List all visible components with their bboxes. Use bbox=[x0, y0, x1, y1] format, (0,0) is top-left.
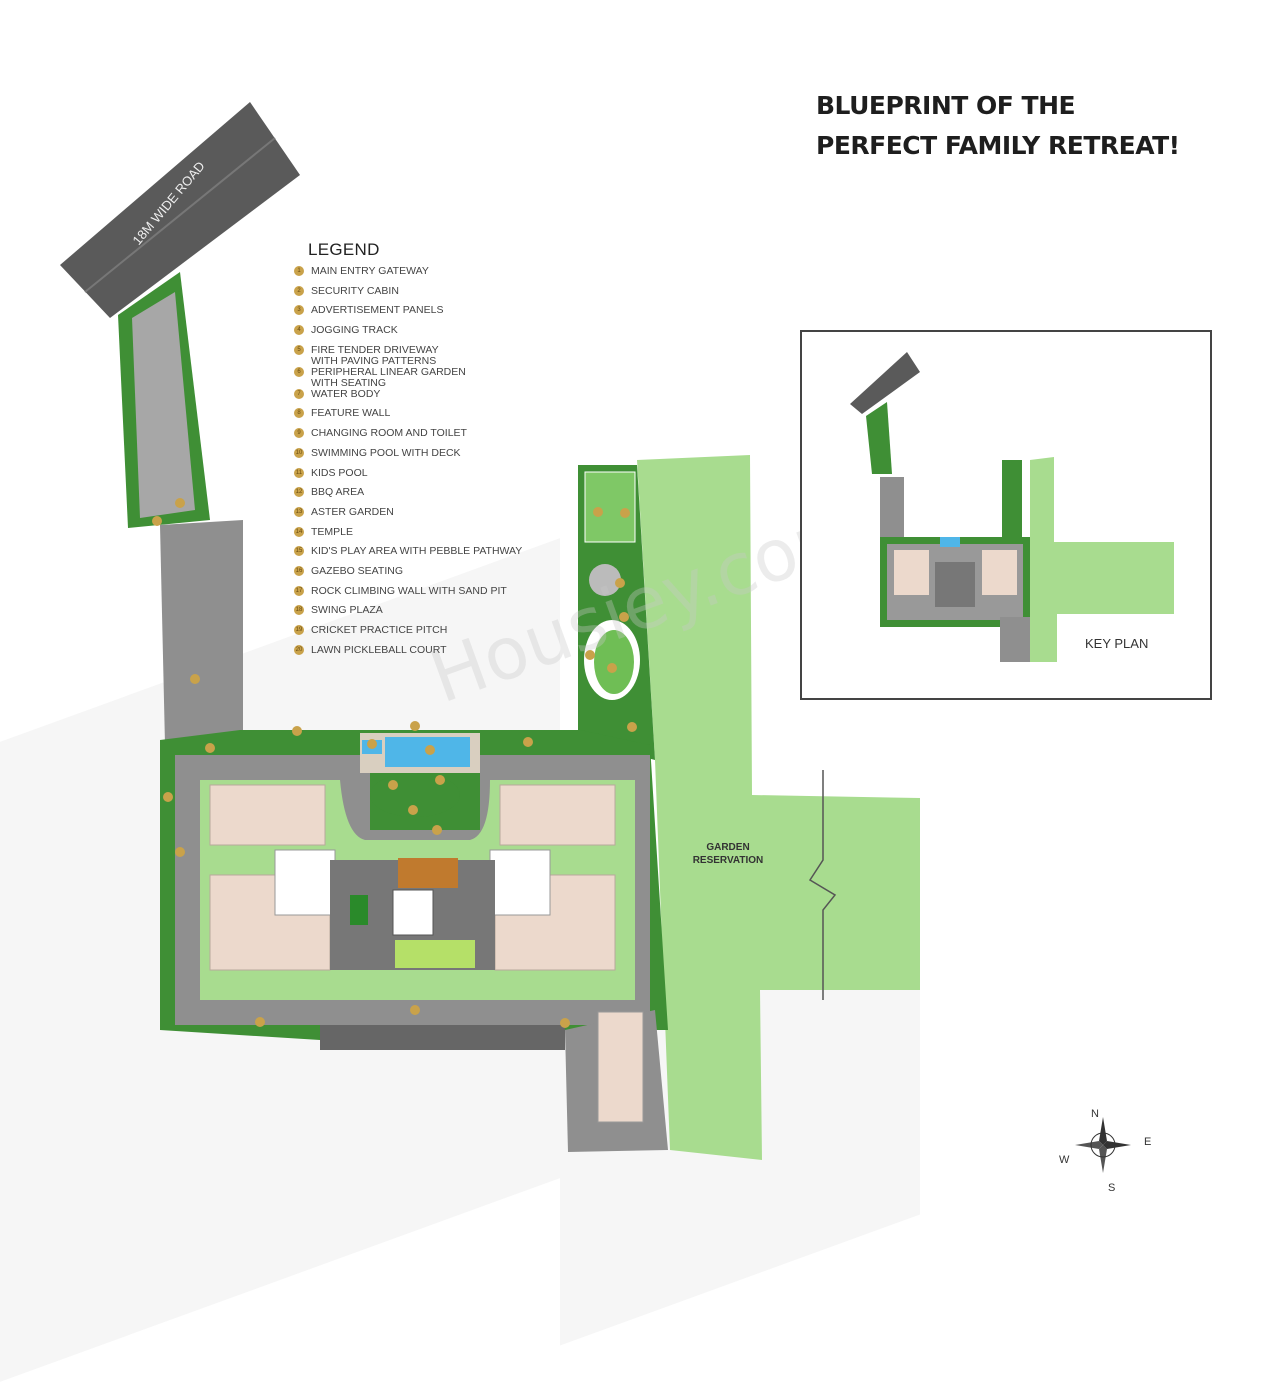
legend-number-marker: 17 bbox=[294, 585, 304, 596]
legend-number-marker: 1 bbox=[294, 266, 304, 276]
legend-item: 1 MAIN ENTRY GATEWAY bbox=[294, 266, 522, 286]
garden-label-1: GARDEN bbox=[706, 842, 749, 853]
key-plan-label: KEY PLAN bbox=[1085, 636, 1149, 651]
legend-number-marker: 18 bbox=[294, 605, 304, 616]
legend-item: 14 TEMPLE bbox=[294, 525, 522, 547]
legend-number-marker: 7 bbox=[294, 388, 304, 399]
legend-item: 20 LAWN PICKLEBALL COURT bbox=[294, 643, 522, 665]
legend-item-label: FEATURE WALL bbox=[311, 407, 391, 420]
legend-item-label: KID'S PLAY AREA WITH PEBBLE PATHWAY bbox=[311, 545, 523, 558]
compass-e: E bbox=[1144, 1136, 1151, 1148]
legend-item-label: WATER BODY bbox=[311, 387, 381, 400]
legend-item-label: SECURITY CABIN bbox=[311, 284, 399, 297]
compass-w: W bbox=[1059, 1154, 1070, 1166]
legend-item: 19 CRICKET PRACTICE PITCH bbox=[294, 625, 522, 645]
compass-s: S bbox=[1108, 1182, 1115, 1194]
legend-item-label: ROCK CLIMBING WALL WITH SAND PIT bbox=[311, 584, 507, 597]
legend-number-marker: 10 bbox=[294, 447, 304, 458]
legend-number-marker: 20 bbox=[294, 644, 304, 655]
site-plan: 18M WIDE ROAD GARDEN RESERVATION bbox=[60, 102, 920, 1160]
garden-reservation bbox=[637, 455, 920, 1160]
title-line-2: PERFECT FAMILY RETREAT! bbox=[816, 131, 1180, 160]
legend-number-marker: 3 bbox=[294, 305, 304, 316]
legend-item-label: ADVERTISEMENT PANELS bbox=[311, 304, 444, 317]
legend-item: 15 KID'S PLAY AREA WITH PEBBLE PATHWAY bbox=[294, 546, 522, 566]
legend-item: 6 PERIPHERAL LINEAR GARDEN WITH SEATING bbox=[294, 365, 522, 389]
legend-item-label: TEMPLE bbox=[311, 525, 354, 538]
legend-item: 8 FEATURE WALL bbox=[294, 408, 522, 428]
legend-item: 7 WATER BODY bbox=[294, 387, 522, 409]
legend-number-marker: 13 bbox=[294, 506, 304, 517]
utility-building bbox=[597, 1011, 644, 1123]
legend-number-marker: 19 bbox=[294, 625, 304, 635]
legend-item-label: BBQ AREA bbox=[311, 486, 365, 499]
legend-item-label: PERIPHERAL LINEAR GARDEN WITH SEATING bbox=[311, 365, 466, 389]
main-road: 18M WIDE ROAD bbox=[60, 102, 300, 318]
legend-number-marker: 11 bbox=[294, 467, 304, 478]
legend-item-label: LAWN PICKLEBALL COURT bbox=[311, 643, 447, 656]
garden-label-2: RESERVATION bbox=[693, 855, 764, 866]
legend-item-label: CHANGING ROOM AND TOILET bbox=[311, 427, 467, 440]
legend-item: 10 SWIMMING POOL WITH DECK bbox=[294, 446, 522, 468]
compass-icon: N E S W bbox=[1059, 1108, 1151, 1194]
legend-item-label: JOGGING TRACK bbox=[311, 324, 398, 337]
legend-number-marker: 6 bbox=[294, 366, 304, 377]
legend-item: 17 ROCK CLIMBING WALL WITH SAND PIT bbox=[294, 584, 522, 606]
legend-item: 13 ASTER GARDEN bbox=[294, 505, 522, 527]
entry-driveway bbox=[132, 292, 195, 518]
legend-item-label: SWIMMING POOL WITH DECK bbox=[311, 446, 461, 459]
legend-number-marker: 16 bbox=[294, 565, 304, 576]
pickleball-court bbox=[584, 471, 636, 543]
legend-item: 9 CHANGING ROOM AND TOILET bbox=[294, 428, 522, 448]
legend-item: 11 KIDS POOL bbox=[294, 466, 522, 488]
legend-item: 2 SECURITY CABIN bbox=[294, 284, 522, 306]
side-driveway bbox=[160, 520, 243, 745]
swing-plaza bbox=[589, 564, 621, 596]
clubhouse bbox=[274, 849, 551, 970]
legend-number-marker: 14 bbox=[294, 526, 304, 537]
legend-item: 5 FIRE TENDER DRIVEWAY WITH PAVING PATTER… bbox=[294, 343, 522, 367]
amenity-markers bbox=[152, 498, 637, 1028]
legend-number-marker: 15 bbox=[294, 546, 304, 557]
legend-number-marker: 5 bbox=[294, 344, 304, 355]
legend-item: 18 SWING PLAZA bbox=[294, 605, 522, 625]
legend-item-label: ASTER GARDEN bbox=[311, 505, 394, 518]
bottom-parking bbox=[320, 1025, 565, 1050]
legend-item-label: MAIN ENTRY GATEWAY bbox=[311, 265, 429, 277]
legend-item-label: GAZEBO SEATING bbox=[311, 564, 403, 577]
legend-item: 3 ADVERTISEMENT PANELS bbox=[294, 305, 522, 325]
legend-heading: LEGEND bbox=[308, 240, 380, 259]
legend-number-marker: 9 bbox=[294, 428, 304, 439]
legend-number-marker: 2 bbox=[294, 285, 304, 296]
legend-item-label: KIDS POOL bbox=[311, 466, 368, 479]
legend-number-marker: 4 bbox=[294, 325, 304, 336]
title-line-1: BLUEPRINT OF THE bbox=[816, 91, 1076, 120]
page-title: BLUEPRINT OF THE PERFECT FAMILY RETREAT! bbox=[816, 86, 1180, 166]
legend-number-marker: 8 bbox=[294, 408, 304, 419]
legend-number-marker: 12 bbox=[294, 487, 304, 498]
key-plan-map bbox=[850, 352, 1174, 662]
key-plan: KEY PLAN bbox=[800, 330, 1212, 700]
compass-n: N bbox=[1091, 1108, 1099, 1120]
legend: LEGEND 1 MAIN ENTRY GATEWAY 2 SECURITY CABI… bbox=[294, 240, 522, 664]
legend-item-label: FIRE TENDER DRIVEWAY WITH PAVING PATTERN… bbox=[311, 343, 439, 367]
legend-item-label: SWING PLAZA bbox=[311, 604, 383, 617]
legend-item: 4 JOGGING TRACK bbox=[294, 325, 522, 345]
legend-item-label: CRICKET PRACTICE PITCH bbox=[311, 624, 448, 636]
legend-item: 16 GAZEBO SEATING bbox=[294, 564, 522, 586]
legend-item: 12 BBQ AREA bbox=[294, 487, 522, 507]
